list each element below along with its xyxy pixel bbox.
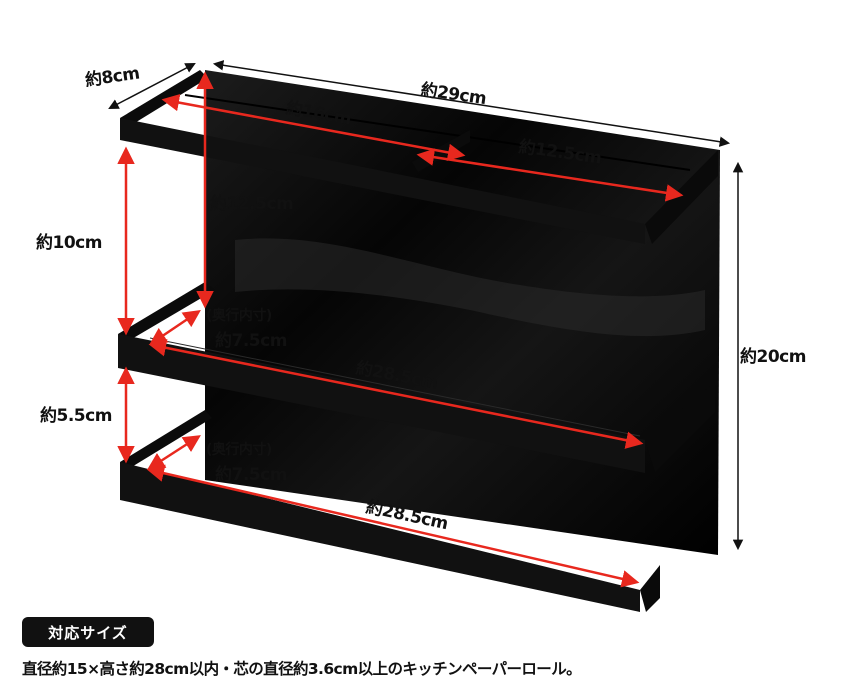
bottom-depth-arrow (147, 435, 201, 470)
label-depth-total: 約8cm (84, 63, 141, 91)
bottom-width-arrow (146, 464, 640, 588)
label-upper-gap: 約10cm (36, 232, 102, 253)
inner-dimensions (117, 71, 684, 588)
middle-depth-arrow (149, 310, 201, 345)
outer-dimensions (108, 60, 744, 551)
top-right-compartment-arrow (416, 148, 684, 202)
label-bottom-depth: 約7.5cm (215, 464, 287, 485)
compatible-size-badge: 対応サイズ (22, 617, 154, 647)
top-left-compartment-arrow (161, 93, 466, 162)
label-top-tier-height: 約12.5cm (210, 193, 293, 214)
compatible-size-note: 直径約15×高さ約28cm以内・芯の直径約3.6cm以上のキッチンペーパーロール… (22, 660, 582, 678)
width-total-line (212, 60, 731, 147)
label-lower-gap: 約5.5cm (40, 405, 112, 426)
middle-width-arrow (148, 339, 644, 449)
rack-illustration (118, 70, 720, 612)
label-width-total: 約29cm (419, 79, 487, 109)
label-middle-depth-note: (奥行内寸) (206, 307, 272, 324)
label-middle-depth: 約7.5cm (215, 330, 287, 351)
panel-highlight (235, 238, 705, 337)
label-bottom-depth-note: (奥行内寸) (206, 441, 272, 458)
depth-total-line (108, 63, 196, 109)
label-height-total: 約20cm (740, 346, 806, 367)
